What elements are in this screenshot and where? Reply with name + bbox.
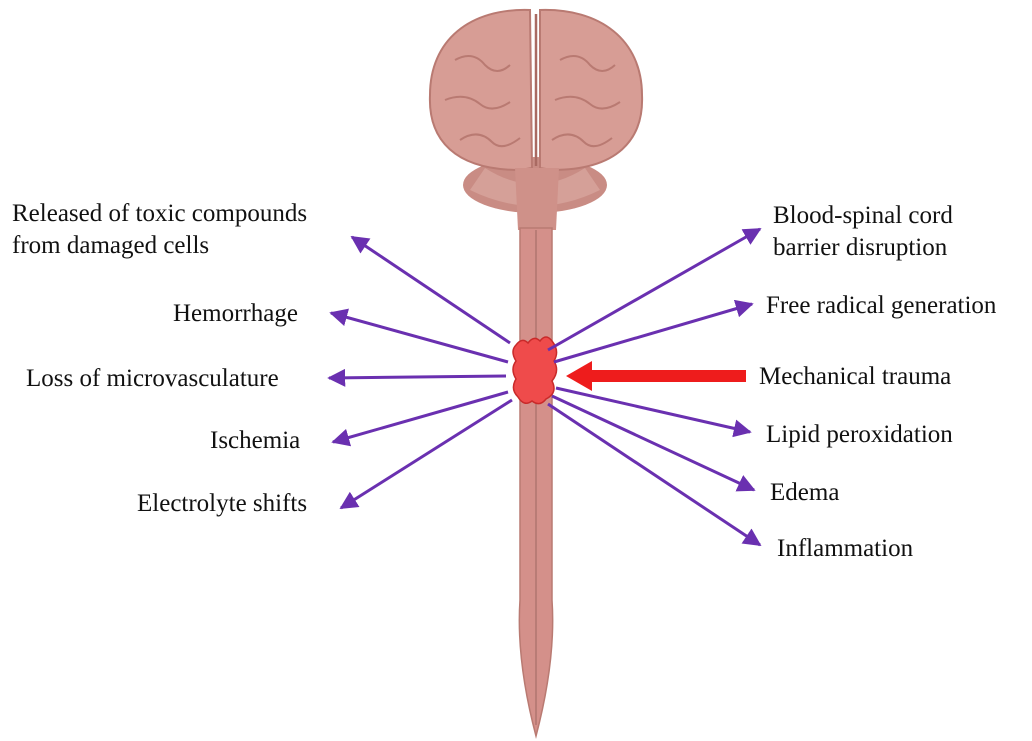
label-blood-spinal-cord: Blood-spinal cord barrier disruption	[773, 200, 953, 264]
arrow-toxic-compounds	[352, 237, 510, 343]
label-loss-of-microvasculature: Loss of microvasculature	[26, 363, 279, 395]
injury-site	[513, 337, 557, 404]
label-lipid-peroxidation: Lipid peroxidation	[766, 419, 953, 451]
arrows-right	[548, 229, 760, 545]
label-edema: Edema	[770, 477, 839, 509]
label-electrolyte-shifts: Electrolyte shifts	[137, 488, 307, 520]
arrow-hemorrhage	[331, 313, 508, 362]
label-free-radical-generation: Free radical generation	[766, 290, 996, 322]
arrows-left	[329, 237, 512, 508]
mechanical-trauma-arrow	[566, 361, 746, 391]
arrow-free-radical	[554, 304, 752, 362]
arrow-microvasculature	[329, 376, 506, 378]
label-mechanical-trauma: Mechanical trauma	[759, 361, 951, 393]
label-ischemia: Ischemia	[210, 425, 300, 457]
arrow-ischemia	[333, 392, 508, 442]
label-toxic-compounds: Released of toxic compounds from damaged…	[12, 198, 307, 262]
brain-illustration	[430, 10, 642, 230]
label-inflammation: Inflammation	[777, 533, 913, 565]
spinal-cord	[519, 228, 552, 736]
label-hemorrhage: Hemorrhage	[173, 298, 298, 330]
arrow-inflammation	[548, 404, 760, 545]
